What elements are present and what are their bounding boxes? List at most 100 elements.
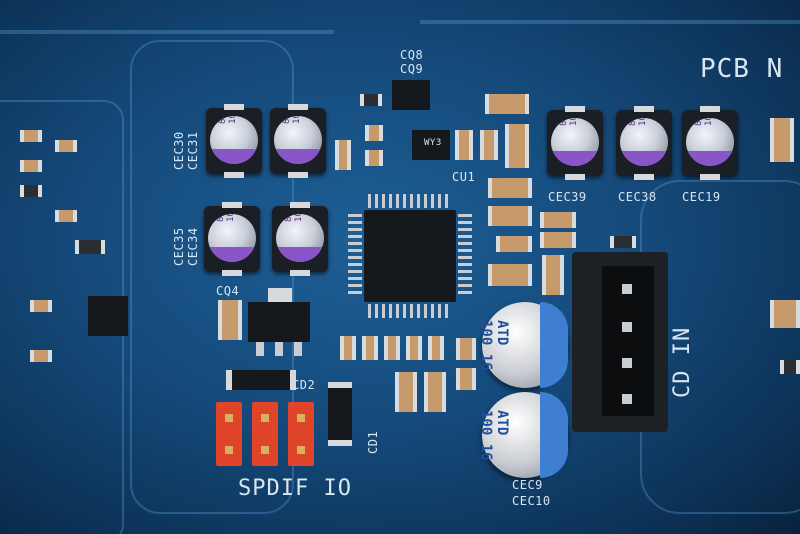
spdif-pin — [288, 402, 314, 466]
smd-resistor — [20, 160, 42, 172]
connector-pin — [622, 284, 632, 294]
audio-codec-chip — [364, 210, 456, 302]
smd-resistor — [340, 336, 356, 360]
smd-resistor — [488, 206, 532, 226]
connector-pin — [622, 358, 632, 368]
cec35-label: CEC35 — [172, 227, 186, 266]
smd-resistor — [335, 140, 351, 170]
cec10-label: CEC10 — [512, 494, 551, 508]
spdif-io-label: SPDIF IO — [238, 476, 352, 501]
smd-resistor — [365, 150, 383, 166]
trace — [0, 30, 334, 34]
chip-pins-left — [348, 214, 362, 298]
small-ic — [88, 296, 128, 336]
connector-pin — [622, 394, 632, 404]
capacitor-cec35: 818 10 10 — [204, 202, 260, 276]
smd-resistor — [456, 338, 476, 360]
smd-resistor — [428, 336, 444, 360]
smd-resistor — [488, 178, 532, 198]
regulator-tab — [268, 288, 292, 302]
cd1-label: CD1 — [366, 430, 380, 454]
cap-marking: 818 10 10 — [282, 116, 302, 124]
smd-resistor — [488, 264, 532, 286]
smd-resistor — [770, 300, 800, 328]
cq8-label: CQ8 — [400, 48, 424, 62]
regulator-leg — [275, 342, 283, 356]
regulator-leg — [256, 342, 264, 356]
diode-cd1 — [328, 382, 352, 446]
smd-resistor — [770, 118, 794, 162]
voltage-regulator — [248, 302, 310, 342]
smd-resistor — [30, 300, 52, 312]
transistor-cq8 — [392, 80, 430, 110]
smd-resistor — [20, 130, 42, 142]
cec31-label: CEC31 — [186, 131, 200, 170]
trace — [420, 20, 800, 24]
cap-marking: 818 10 10 — [694, 118, 714, 126]
cq4-label: CQ4 — [216, 284, 240, 298]
capacitor-cec34: 818 10 10 — [272, 202, 328, 276]
smd-resistor — [456, 368, 476, 390]
smd-resistor — [424, 372, 446, 412]
chip-pins-top — [368, 194, 452, 208]
transistor-cq9: WY3 — [412, 130, 450, 160]
smd-resistor — [218, 300, 242, 340]
regulator-leg — [294, 342, 302, 356]
connector-pin — [622, 322, 632, 332]
smd-resistor — [505, 124, 529, 168]
cec39-label: CEC39 — [548, 190, 587, 204]
spdif-pin — [252, 402, 278, 466]
smd-resistor — [362, 336, 378, 360]
smd-resistor — [455, 130, 473, 160]
smd-resistor — [496, 236, 532, 252]
smd-resistor — [20, 185, 42, 197]
cec30-label: CEC30 — [172, 131, 186, 170]
cap-marking: 818 10 10 — [559, 118, 579, 126]
electrolytic-capacitor-cec10: ATD 100 16 — [478, 392, 568, 478]
cd-in-connector — [572, 252, 668, 432]
cu1-label: CU1 — [452, 170, 476, 184]
cec19-label: CEC19 — [682, 190, 721, 204]
smd-resistor — [365, 125, 383, 141]
smd-resistor — [540, 212, 576, 228]
smd-resistor — [360, 94, 382, 106]
chip-pins-bottom — [368, 304, 452, 318]
smd-resistor — [542, 255, 564, 295]
chip-pins-right — [458, 214, 472, 298]
trace — [130, 40, 294, 514]
pcb-label: PCB N — [700, 54, 784, 84]
cap-marking: 818 10 10 — [628, 118, 648, 126]
cq9-label: CQ9 — [400, 62, 424, 76]
smd-resistor — [30, 350, 52, 362]
smd-resistor — [485, 94, 529, 114]
smd-resistor — [395, 372, 417, 412]
capacitor-cec31: 818 10 10 — [270, 104, 326, 178]
capacitor-cec19: 818 10 10 — [682, 106, 738, 180]
diode-cd2 — [226, 370, 296, 390]
smd-resistor — [384, 336, 400, 360]
cap-marking: 818 10 10 — [216, 214, 236, 222]
smd-resistor — [540, 232, 576, 248]
spdif-pin — [216, 402, 242, 466]
electrolytic-capacitor-cec9: ATD 100 16 — [478, 302, 568, 388]
smd-resistor — [610, 236, 636, 248]
smd-resistor — [480, 130, 498, 160]
capacitor-cec39: 818 10 10 — [547, 106, 603, 180]
ic-marking: WY3 — [424, 138, 442, 148]
capacitor-cec30: 818 10 10 — [206, 104, 262, 178]
cap-marking: 818 10 10 — [284, 214, 304, 222]
smd-resistor — [75, 240, 105, 254]
cec38-label: CEC38 — [618, 190, 657, 204]
ecap-marking: ATD 100 16 — [478, 320, 510, 371]
cd-in-label: CD IN — [670, 326, 695, 398]
cap-marking: 818 10 10 — [218, 116, 238, 124]
smd-resistor — [780, 360, 800, 374]
capacitor-cec38: 818 10 10 — [616, 106, 672, 180]
cec9-label: CEC9 — [512, 478, 543, 492]
cec34-label: CEC34 — [186, 227, 200, 266]
smd-resistor — [55, 210, 77, 222]
ecap-marking: ATD 100 16 — [478, 410, 510, 461]
smd-resistor — [55, 140, 77, 152]
smd-resistor — [406, 336, 422, 360]
